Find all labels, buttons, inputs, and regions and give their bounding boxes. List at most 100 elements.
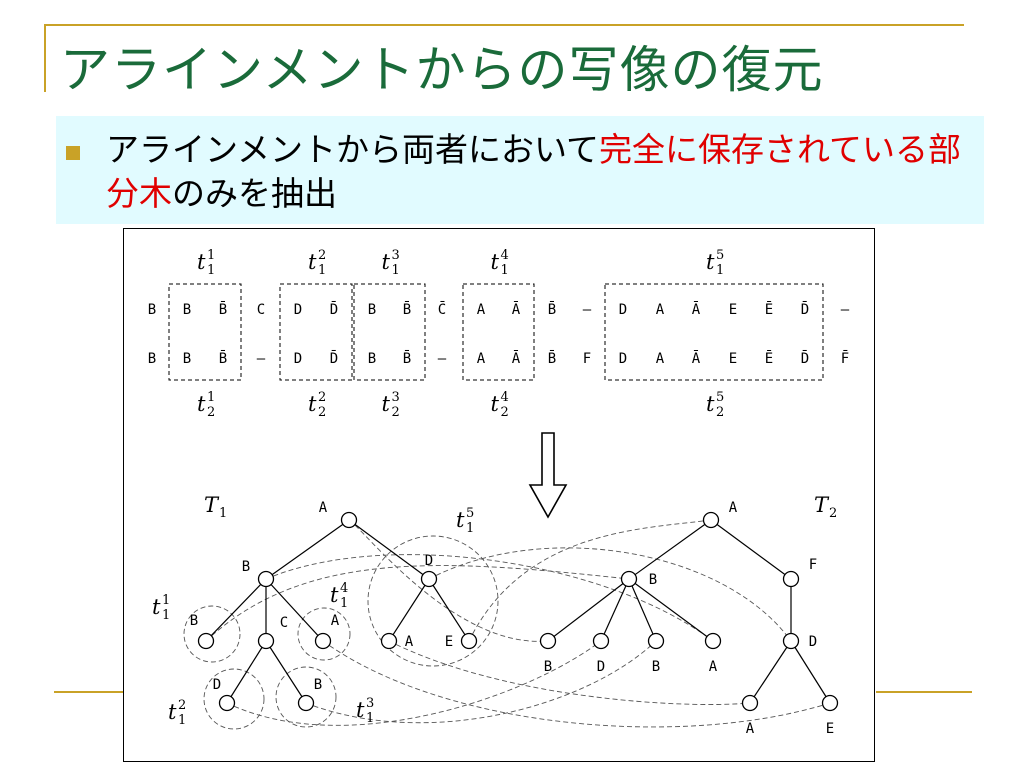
tree2-node-de	[821, 694, 839, 712]
alignment-row2-cell: Ē	[765, 350, 773, 367]
alignment-row1-cell: A	[656, 302, 665, 318]
alignment-row2-cell: B	[368, 351, 376, 367]
tree-edge	[348, 519, 430, 580]
tree-edge	[428, 578, 470, 642]
bottom-subtree-label-sup: 5	[716, 390, 724, 405]
bullet-text-part1: アラインメントから両者において	[106, 130, 600, 169]
correspondence-curve	[468, 519, 712, 642]
tree1-subtree-label-3-sub: 1	[366, 711, 374, 726]
bottom-rule-right	[876, 691, 972, 693]
alignment-row1-cell: C	[257, 302, 265, 318]
alignment-row2-cell: E	[729, 351, 737, 367]
alignment-row2-cell: A	[477, 351, 486, 367]
top-subtree-label-base: t	[491, 250, 500, 274]
tree1-subtree-label-3-base: t	[356, 698, 365, 722]
tree-edge	[628, 578, 714, 642]
bullet-square-icon	[66, 146, 80, 160]
top-subtree-label-base: t	[706, 250, 715, 274]
tree-edge	[790, 640, 831, 704]
alignment-row1-cell: B	[368, 302, 376, 318]
alignment-row2-cell: B̄	[403, 349, 411, 367]
top-rule	[44, 24, 964, 26]
tree1-subtree-label-2-base: t	[168, 700, 177, 724]
bracket-layer	[168, 283, 824, 381]
tree-edge	[265, 519, 350, 580]
alignment-row1-cell: B̄	[548, 300, 556, 318]
tree1-node-de	[460, 632, 478, 650]
alignment-row2-cell: B̄	[219, 349, 227, 367]
tree2-node-f	[782, 570, 800, 588]
alignment-row1-cell: Ā	[512, 301, 521, 318]
tree1-node-c	[257, 632, 275, 650]
conserved-segment-box	[353, 283, 426, 381]
top-subtree-label-sup: 3	[392, 248, 400, 263]
alignment-row1-cell: –	[841, 302, 850, 318]
alignment-row2-cell: B	[148, 351, 156, 367]
tree1-subtree-label-1-sub: 1	[162, 608, 170, 623]
tree-edge	[710, 519, 792, 580]
tree1-label-base: T	[204, 493, 220, 517]
tree1-subtree-label-5-sup: 5	[466, 506, 474, 521]
alignment-row1-cell: C̄	[438, 300, 446, 318]
tree2-node-label-l3: B	[652, 659, 660, 675]
bottom-subtree-label-sup: 2	[318, 390, 326, 405]
tree2-node-root	[702, 511, 720, 529]
tree1-subtree-label-2-sup: 2	[178, 698, 186, 713]
tree-edge	[628, 578, 657, 642]
tree1-node-d	[420, 570, 438, 588]
alignment-row1-cell: E	[729, 302, 737, 318]
tree1-node-leaf_a	[314, 632, 332, 650]
bullet-text-part3: のみを抽出	[172, 174, 337, 213]
top-subtree-label-sup: 4	[501, 248, 509, 263]
alignment-row2-cell: D	[619, 351, 627, 367]
alignment-row2-cell: D̄	[801, 349, 809, 367]
slide-title: アラインメントからの写像の復元	[60, 41, 824, 99]
alignment-row1-cell: Ā	[692, 301, 701, 318]
tree2-node-l4	[704, 632, 722, 650]
tree2-node-b	[620, 570, 638, 588]
correspondence-curve	[322, 640, 831, 728]
tree1-subtree-label-4-sub: 1	[340, 596, 348, 611]
bullet-box: アラインメントから両者において完全に保存されている部分木のみを抽出	[56, 116, 984, 224]
alignment-row2-cell: D	[294, 351, 302, 367]
subtree-circle	[203, 668, 265, 730]
tree2-node-label-l2: D	[597, 659, 605, 675]
tree1-node-da	[380, 632, 398, 650]
tree2-node-da	[741, 694, 759, 712]
alignment-row1-cell: B	[148, 302, 156, 318]
subtree-circle	[275, 666, 337, 728]
tree-edge	[628, 519, 712, 580]
tree1-node-label-de: E	[445, 634, 453, 650]
top-subtree-label-base: t	[308, 250, 317, 274]
tree1-subtree-label-1-base: t	[152, 595, 161, 619]
alignment-row2-cell: F̄	[841, 349, 849, 367]
tree1-node-label-da: A	[405, 634, 414, 650]
top-subtree-label-sup: 2	[318, 248, 326, 263]
tree2-node-d	[782, 632, 800, 650]
top-subtree-label-base: t	[382, 250, 391, 274]
correspondence-curve	[205, 565, 630, 642]
alignment-row1-cell: B̄	[219, 300, 227, 318]
correspondence-curve	[226, 640, 602, 726]
bottom-rule-left	[54, 691, 124, 693]
left-rule	[44, 24, 46, 92]
tree1-node-root	[340, 511, 358, 529]
top-subtree-label-sup: 5	[716, 248, 724, 263]
tree1-node-leaf_b	[197, 632, 215, 650]
tree2-node-label-root: A	[729, 500, 738, 516]
alignment-row1-cell: B̄	[403, 300, 411, 318]
tree1-node-label-cd: D	[213, 677, 221, 693]
